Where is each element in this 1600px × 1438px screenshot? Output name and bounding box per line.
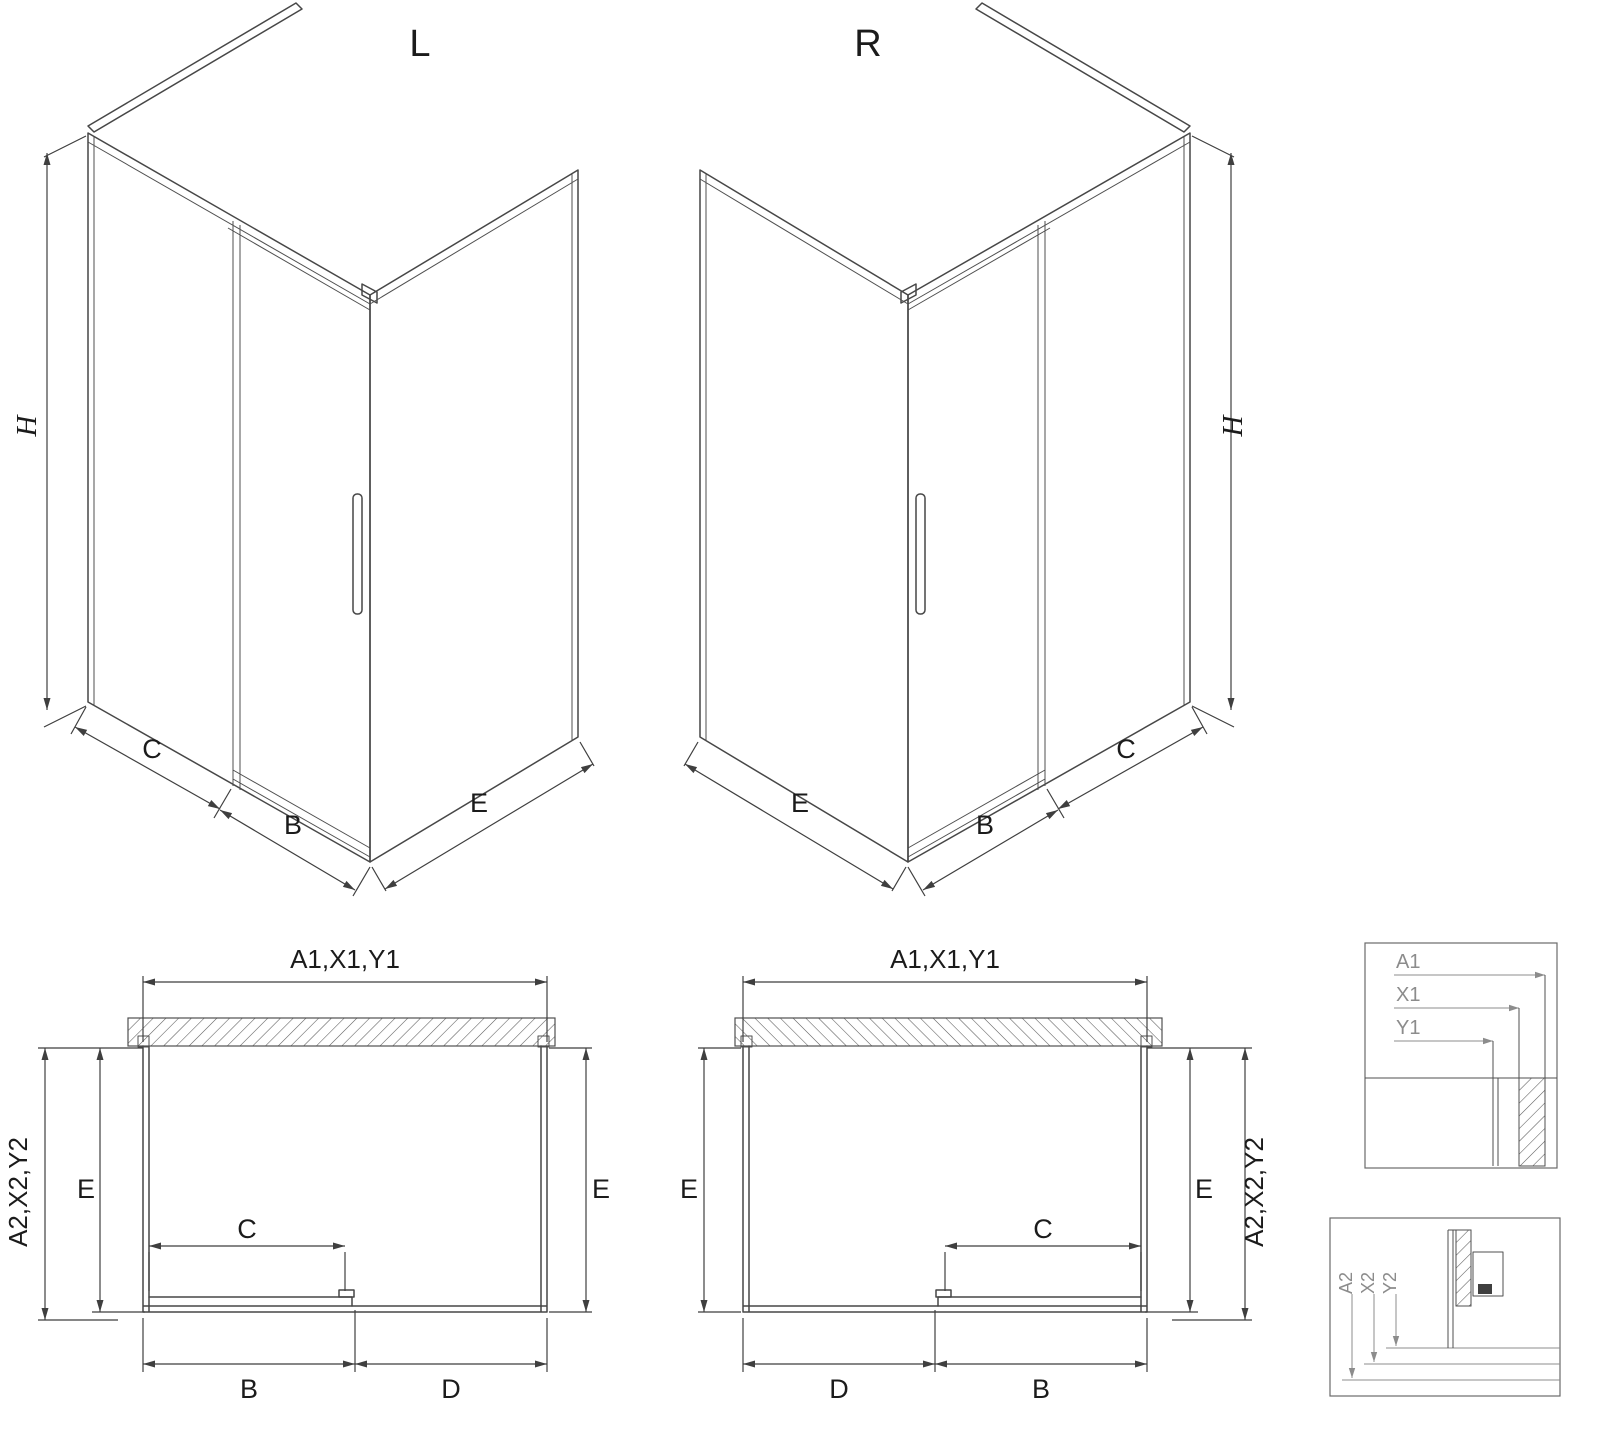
dim-b-extensions bbox=[352, 866, 371, 897]
dim-label-c: C bbox=[1033, 1214, 1053, 1244]
dim-label-a2x2y2: A2,X2,Y2 bbox=[3, 1137, 33, 1247]
detail-label-a1: A1 bbox=[1396, 951, 1420, 973]
dim-e-extensions bbox=[371, 741, 595, 892]
detail-label-y1: Y1 bbox=[1396, 1017, 1420, 1039]
dim-label-e-right: E bbox=[1195, 1174, 1213, 1204]
dim-label-e: E bbox=[470, 788, 488, 818]
dim-label-e-right: E bbox=[592, 1174, 610, 1204]
dim-label-b: B bbox=[976, 810, 994, 840]
detail-section-top: A1 X1 Y1 bbox=[1364, 942, 1558, 1169]
plan-sliding-door bbox=[148, 1296, 353, 1307]
plan-door-handle bbox=[338, 1289, 355, 1298]
dim-label-b: B bbox=[284, 810, 302, 840]
detail-section-bottom: A2 X2 Y2 bbox=[1329, 1217, 1561, 1397]
dim-b-line bbox=[219, 809, 356, 891]
dim-left-extensions bbox=[38, 1047, 145, 1321]
right-wall-details bbox=[369, 174, 579, 741]
stabilizer-bar bbox=[87, 2, 303, 133]
corner-bracket bbox=[361, 283, 378, 304]
door-handle bbox=[352, 493, 363, 615]
dim-a1-extensions bbox=[142, 976, 548, 1042]
view-label-left: L bbox=[409, 23, 430, 65]
detail-box bbox=[1329, 1217, 1561, 1397]
view-label-right: R bbox=[854, 23, 881, 65]
dim-label-b: B bbox=[1032, 1374, 1050, 1404]
dim-label-e-left: E bbox=[77, 1174, 95, 1204]
dim-label-c: C bbox=[1116, 734, 1136, 764]
dim-label-e-left: E bbox=[680, 1174, 698, 1204]
dim-label-c: C bbox=[142, 734, 162, 764]
plan-view-left: A1,X1,Y1 A2,X2,Y2 E E C B D bbox=[3, 944, 610, 1404]
dim-label-a1x1y1: A1,X1,Y1 bbox=[890, 944, 1000, 974]
dim-label-d: D bbox=[829, 1374, 849, 1404]
iso-right-geometry bbox=[684, 3, 1234, 896]
wall-section-hatched bbox=[127, 1017, 556, 1047]
dim-label-h: H bbox=[11, 413, 43, 437]
iso-left-geometry bbox=[43, 2, 595, 897]
detail-reference-planes bbox=[1342, 1347, 1560, 1381]
dim-label-h: H bbox=[1217, 413, 1249, 437]
detail-label-a2: A2 bbox=[1336, 1272, 1356, 1294]
dim-c-extensions bbox=[70, 706, 232, 819]
dim-label-a1x1y1: A1,X1,Y1 bbox=[290, 944, 400, 974]
detail-reference-planes bbox=[1365, 975, 1557, 1166]
dim-c-line bbox=[74, 726, 221, 810]
detail-roller-block bbox=[1478, 1284, 1492, 1294]
detail-wall-hatch bbox=[1455, 1229, 1472, 1307]
plan-left-geometry bbox=[38, 976, 592, 1372]
detail-label-x1: X1 bbox=[1396, 984, 1420, 1006]
detail-wall-hatch bbox=[1518, 1077, 1546, 1167]
plan-view-right: A1,X1,Y1 A2,X2,Y2 E E C D B bbox=[680, 944, 1269, 1404]
dim-bottom-extensions bbox=[142, 1310, 548, 1372]
plan-right-geometry bbox=[698, 976, 1252, 1372]
right-glass-wall bbox=[369, 169, 579, 863]
dim-label-a2x2y2: A2,X2,Y2 bbox=[1239, 1137, 1269, 1247]
detail-box bbox=[1364, 942, 1558, 1169]
detail-label-y2: Y2 bbox=[1380, 1272, 1400, 1294]
wall-profile-right bbox=[537, 1035, 550, 1048]
dim-c-extensions bbox=[148, 1252, 346, 1291]
dim-label-b: B bbox=[240, 1374, 258, 1404]
dim-label-e: E bbox=[791, 788, 809, 818]
left-glass-wall bbox=[87, 132, 371, 863]
dim-e-line bbox=[384, 763, 594, 890]
detail-roller-profile bbox=[1472, 1251, 1504, 1297]
dim-h-extensions bbox=[43, 135, 87, 728]
left-wall-details bbox=[87, 137, 371, 858]
dim-label-c: C bbox=[237, 1214, 257, 1244]
iso-view-right: R H C B E bbox=[684, 3, 1249, 896]
dim-label-d: D bbox=[441, 1374, 461, 1404]
iso-view-left: L H C B E bbox=[11, 2, 595, 897]
detail-label-x2: X2 bbox=[1358, 1272, 1378, 1294]
plan-glass-walls bbox=[142, 1045, 548, 1313]
